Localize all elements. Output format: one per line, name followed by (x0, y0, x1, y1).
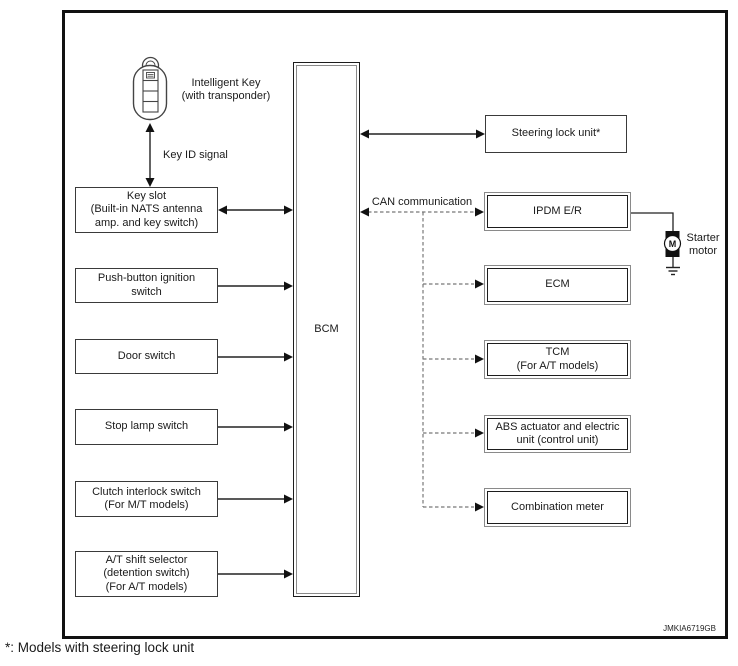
starter-motor-symbol: M (669, 239, 677, 249)
starter-motor-icon: M (663, 231, 682, 257)
tcm-box: TCM (For A/T models) (484, 340, 631, 379)
push-button-ignition-switch-box: Push-button ignition switch (75, 268, 218, 303)
can-branch-ecm (423, 279, 484, 289)
abs-actuator-label: ABS actuator and electric unit (control … (487, 418, 628, 450)
abs-actuator-box: ABS actuator and electric unit (control … (484, 415, 631, 453)
tcm-label: TCM (For A/T models) (487, 343, 628, 376)
steering-lock-unit-box: Steering lock unit* (485, 115, 627, 153)
intelligent-key-icon (132, 56, 168, 121)
key-slot-box: Key slot (Built-in NATS antenna amp. and… (75, 187, 218, 233)
key-id-arrow (145, 123, 155, 187)
pushbutton-bcm-arrow (218, 281, 293, 291)
ipdm-er-label: IPDM E/R (487, 195, 628, 228)
ground-icon (666, 266, 680, 276)
ipdm-er-box: IPDM E/R (484, 192, 631, 231)
combination-meter-label: Combination meter (487, 491, 628, 524)
starter-motor-wire (631, 212, 674, 267)
clutch-interlock-switch-box: Clutch interlock switch (For M/T models) (75, 481, 218, 517)
key-id-signal-label: Key ID signal (163, 149, 228, 161)
bcm-box: BCM (293, 62, 360, 597)
bcm-steering-arrow (360, 129, 485, 139)
diagram-border (62, 10, 728, 639)
bcm-label: BCM (296, 65, 357, 594)
stoplamp-bcm-arrow (218, 422, 293, 432)
ecm-label: ECM (487, 268, 628, 302)
can-bus-arrow (360, 207, 484, 217)
can-branch-combmeter (423, 502, 484, 512)
doorswitch-bcm-arrow (218, 352, 293, 362)
door-switch-box: Door switch (75, 339, 218, 374)
can-branch-abs (423, 428, 484, 438)
keyslot-bcm-arrow (218, 205, 293, 215)
can-branch-tcm (423, 354, 484, 364)
starter-motor-label: Starter motor (686, 232, 720, 257)
atshift-bcm-arrow (218, 569, 293, 579)
ecm-box: ECM (484, 265, 631, 305)
can-communication-label: CAN communication (371, 196, 473, 208)
intelligent-key-label: Intelligent Key (with transponder) (181, 77, 271, 102)
figure-id-watermark: JMKIA6719GB (663, 624, 716, 633)
at-shift-selector-box: A/T shift selector (detention switch) (F… (75, 551, 218, 597)
stop-lamp-switch-box: Stop lamp switch (75, 409, 218, 445)
clutch-bcm-arrow (218, 494, 293, 504)
footnote: *: Models with steering lock unit (5, 640, 195, 655)
combination-meter-box: Combination meter (484, 488, 631, 527)
